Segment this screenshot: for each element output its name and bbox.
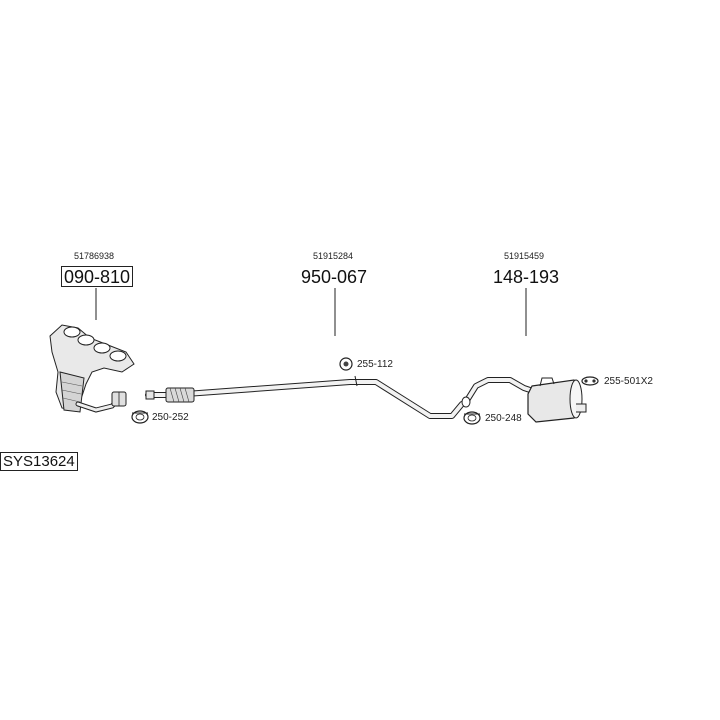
hanger-255-501x2-icon <box>581 376 599 386</box>
part-number-label[interactable]: 090-810 <box>61 266 134 287</box>
oem-number: 51915284 <box>313 251 354 261</box>
clamp-250-248-icon <box>463 411 481 425</box>
rear-silencer-148-193 <box>461 377 587 423</box>
accessory-code[interactable]: 255-112 <box>357 359 393 370</box>
part-number-label[interactable]: 950-067 <box>301 267 368 287</box>
accessory-code[interactable]: 250-252 <box>152 412 189 423</box>
accessory-code[interactable]: 250-248 <box>485 413 522 424</box>
oem-number: 51915459 <box>504 251 545 261</box>
part-number-label[interactable]: 148-193 <box>493 267 560 287</box>
manifold-catalytic-converter <box>49 324 135 413</box>
oem-number: 51786938 <box>74 251 115 261</box>
accessory-code[interactable]: 255-501X2 <box>604 376 653 387</box>
front-pipe-950-067 <box>145 375 465 419</box>
system-code-label: SYS13624 <box>0 452 78 471</box>
clamp-250-252-icon <box>131 410 149 424</box>
rubber-mount-255-112-icon <box>339 357 353 371</box>
